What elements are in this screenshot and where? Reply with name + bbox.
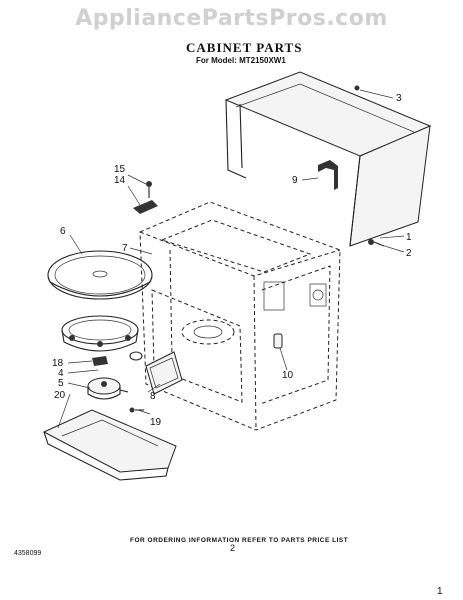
- callout-19: 19: [150, 417, 162, 428]
- screw-part-3: [354, 85, 360, 91]
- ordering-note: FOR ORDERING INFORMATION REFER TO PARTS …: [130, 537, 349, 544]
- corner-number: 1: [437, 586, 443, 597]
- roller-ring: [61, 315, 139, 352]
- oven-chassis: [139, 201, 341, 431]
- callout-2: 2: [406, 248, 412, 259]
- callout-9: 9: [292, 175, 298, 186]
- document-number: 4358099: [14, 550, 42, 557]
- glass-tray-part-6: [47, 250, 153, 300]
- callout-15: 15: [114, 164, 126, 175]
- turntable-motor-part-5: [87, 377, 129, 400]
- callout-14: 14: [114, 175, 126, 186]
- coupler-part-18: [92, 356, 108, 366]
- callout-5: 5: [58, 378, 64, 389]
- callout-7: 7: [122, 243, 128, 254]
- callout-4: 4: [58, 368, 64, 379]
- motor-cover-part-20: [42, 409, 177, 481]
- bracket-part-9: [318, 160, 338, 190]
- callout-3: 3: [396, 93, 402, 104]
- component-part-10: [273, 333, 283, 349]
- callout-20: 20: [54, 390, 66, 401]
- callout-10: 10: [282, 370, 294, 381]
- callout-6: 6: [60, 226, 66, 237]
- callout-1: 1: [406, 232, 412, 243]
- model-subtitle: For Model: MT2150XW1: [196, 56, 286, 65]
- clip-part-14-15: [133, 181, 158, 214]
- washer: [129, 351, 143, 361]
- page-number: 2: [230, 543, 236, 553]
- screw-part-19: [129, 407, 144, 413]
- diagram-title: CABINET PARTS: [186, 40, 303, 55]
- callout-8: 8: [150, 391, 156, 402]
- watermark: AppliancePartsPros.com: [75, 6, 388, 31]
- callout-18: 18: [52, 358, 64, 369]
- outer-cabinet-wrapper: [224, 71, 432, 247]
- leader-lines: [57, 89, 405, 429]
- waveguide-cover-part-8: [145, 351, 183, 395]
